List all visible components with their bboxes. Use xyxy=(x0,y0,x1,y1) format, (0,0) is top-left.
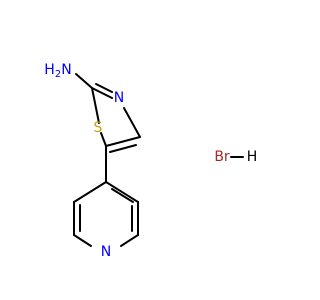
amine-label: H2N xyxy=(44,62,71,80)
hydrogen-label: H xyxy=(247,149,258,165)
bond-amine-c2 xyxy=(75,73,93,89)
bond-c5-s1 xyxy=(100,132,107,147)
double-bond-c2-n3 xyxy=(95,83,113,93)
bond-pyridine-d xyxy=(73,234,92,247)
bond-c4-c5 xyxy=(105,136,141,147)
thiazole-sulfur-label: S xyxy=(94,120,103,136)
bond-c2-n3 xyxy=(91,87,113,99)
double-bond-pyridine-top xyxy=(111,188,134,203)
bond-pyridine-f xyxy=(73,181,107,203)
thiazole-nitrogen-label: N xyxy=(114,90,124,106)
bond-n3-c4 xyxy=(123,107,141,138)
bond-c2-s1 xyxy=(91,87,100,124)
bond-lines xyxy=(73,73,244,247)
bond-pyridine-a xyxy=(105,181,139,203)
chemical-structure-diagram: H2N N S N Br H xyxy=(44,62,258,260)
double-bond-c4-c5 xyxy=(109,144,137,153)
bromine-label: Br xyxy=(214,149,230,165)
bond-pyridine-c xyxy=(120,234,139,247)
pyridine-nitrogen-label: N xyxy=(101,244,111,260)
